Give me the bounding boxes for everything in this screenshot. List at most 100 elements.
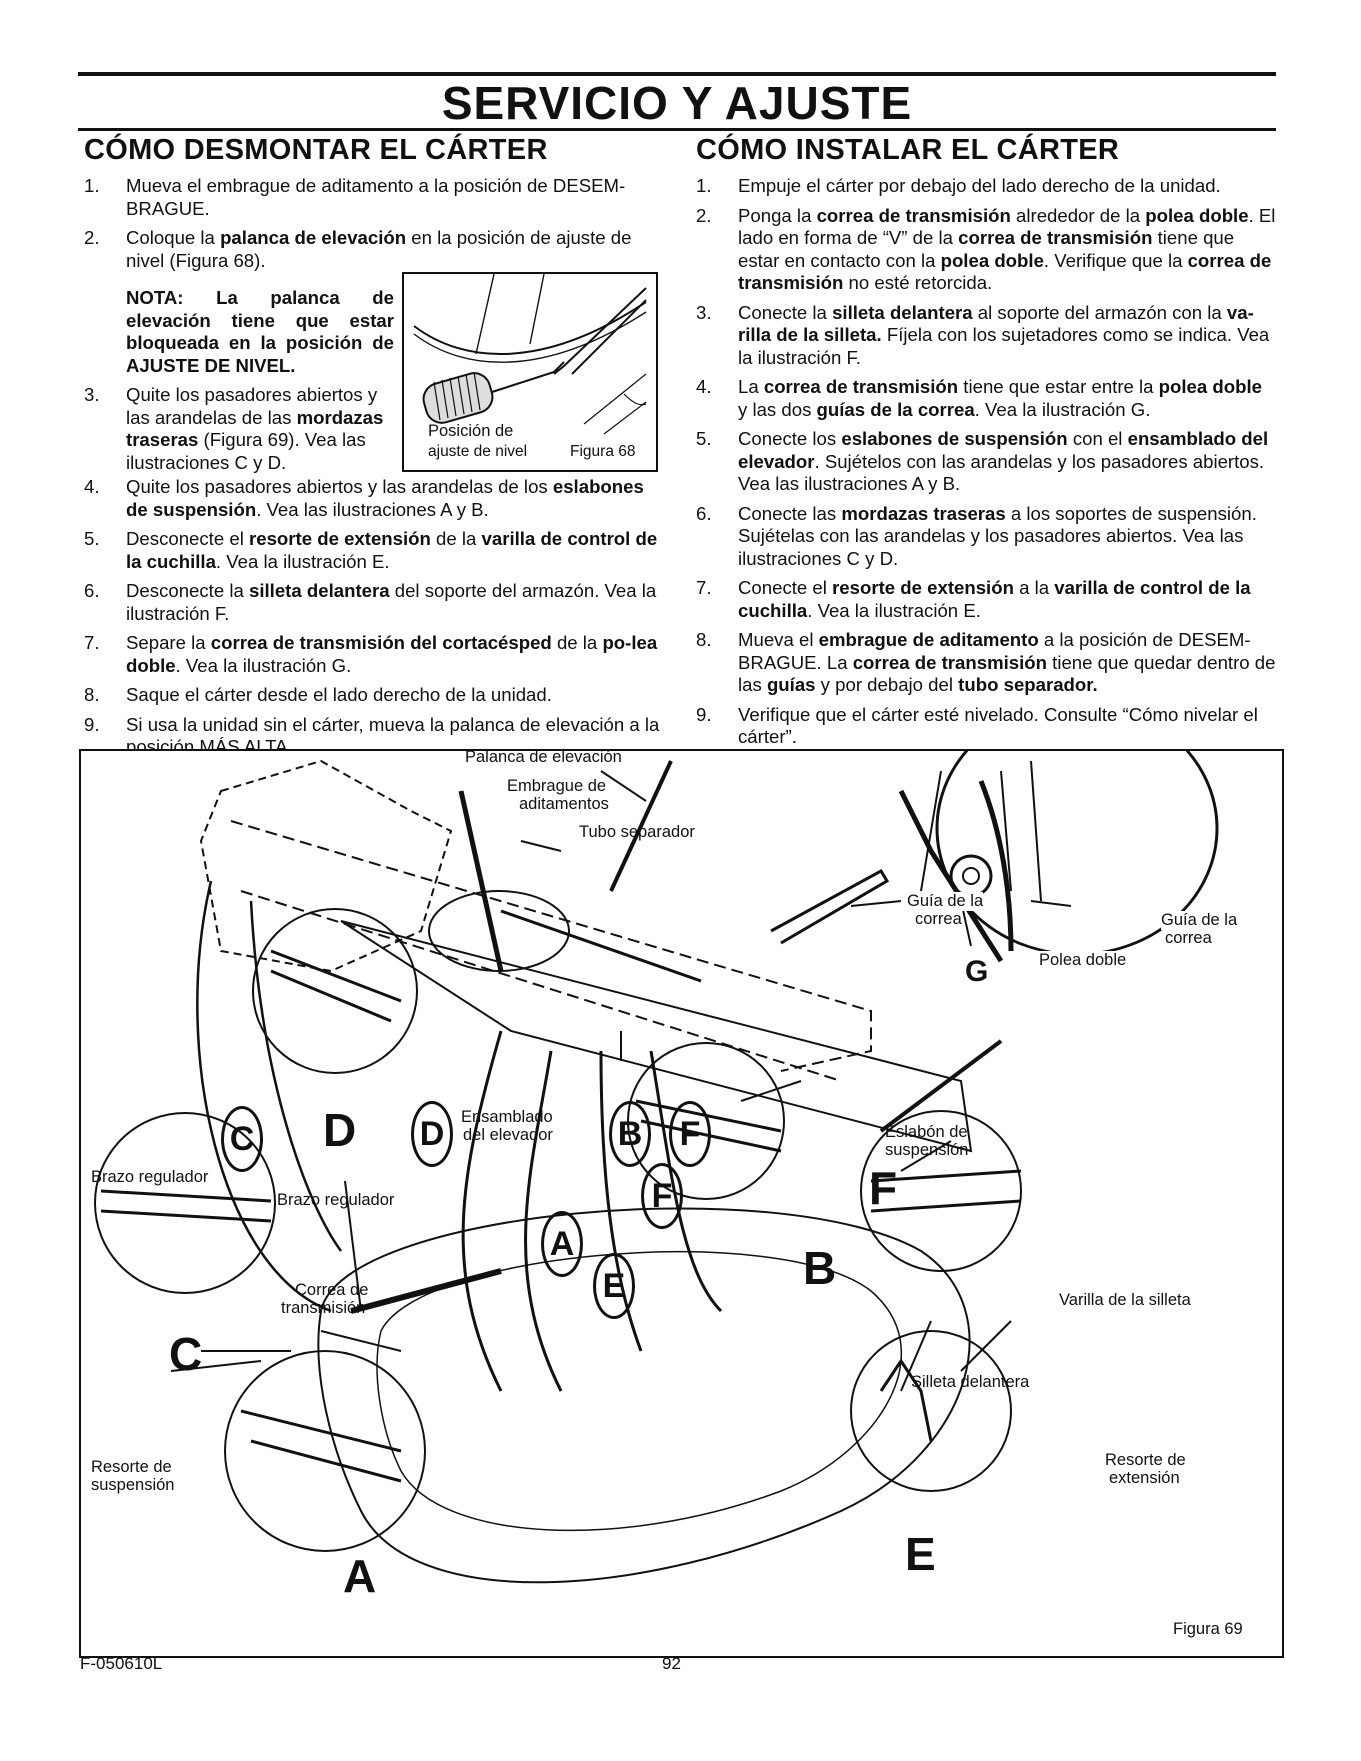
label-resorte-ext-2: extensión	[1109, 1469, 1180, 1487]
inset-letter-f: F	[869, 1162, 898, 1214]
left-step-1: 4. Quite los pasadores abiertos y las ara…	[84, 476, 664, 521]
label-ensamblado-1: Ensamblado	[461, 1108, 553, 1126]
step-number: 4.	[84, 476, 100, 497]
right-step-4: 4. La correa de transmisión tiene que est…	[696, 376, 1276, 421]
footer-code: F-050610L	[80, 1654, 163, 1673]
step-text: Conecte la silleta delantera al soporte …	[738, 301, 1270, 368]
step-number: 2.	[696, 204, 712, 226]
left-step-2: 5. Desconecte el resorte de extensión de …	[84, 528, 664, 573]
label-resorte-susp-1: Resorte de	[91, 1458, 172, 1476]
figure-69-caption: Figura 69	[1173, 1620, 1243, 1638]
inset-letter-b: B	[803, 1242, 837, 1294]
step-number: 3.	[84, 384, 100, 405]
label-varilla: Varilla de la silleta	[1059, 1291, 1191, 1309]
label-embrague-1: Embrague de	[507, 777, 607, 795]
step-number: 3.	[696, 301, 712, 323]
inset-letter-a: A	[343, 1550, 377, 1602]
step-number: 8.	[696, 629, 712, 650]
step-text: Mueva el embrague de aditamento a la pos…	[126, 175, 626, 219]
label-silleta: Silleta delantera	[911, 1373, 1030, 1391]
step-number: 8.	[84, 684, 100, 705]
left-step-1: 1. Mueva el embrague de aditamento a la p…	[84, 175, 664, 220]
right-heading: CÓMO INSTALAR EL CÁRTER	[696, 134, 1120, 166]
step-number: 2.	[84, 227, 100, 248]
step-text: Coloque la palanca de elevación en la po…	[126, 227, 632, 271]
step-text: Separe la correa de transmisión del cort…	[126, 632, 658, 676]
label-eslabon-1: Eslabón de	[885, 1123, 968, 1141]
step-number: 6.	[84, 580, 100, 601]
step-text: Quite los pasadores abiertos y las arand…	[126, 384, 384, 473]
callout-f1: F	[669, 1101, 711, 1167]
right-step-7: 7. Conecte el resorte de extensión a la v…	[696, 577, 1276, 622]
step-text: Conecte el resorte de extensión a la var…	[738, 577, 1251, 621]
label-resorte-susp-2: suspensión	[91, 1476, 175, 1494]
step-number: 1.	[84, 175, 100, 196]
label-palanca: Palanca de elevación	[465, 748, 622, 766]
inset-letter-g: G	[961, 955, 993, 989]
right-steps: 1.Empuje el cárter por debajo del lado d…	[696, 175, 1276, 801]
callout-c: C	[221, 1106, 263, 1172]
fig68-label-2: ajuste de nivel	[428, 443, 528, 460]
callout-f2: F	[641, 1163, 683, 1229]
inset-letter-c: C	[169, 1328, 203, 1380]
left-step-4: 7. Separe la correa de transmisión del co…	[84, 632, 664, 677]
top-rule	[78, 72, 1276, 76]
left-step-5: 8. Saque el cárter desde el lado derecho …	[84, 684, 664, 707]
right-step-2: 2. Ponga la correa de transmisión alreded…	[696, 205, 1276, 295]
note-text: NOTA: La palanca de elevación tiene que …	[126, 287, 394, 376]
label-ensamblado-2: del elevador	[463, 1126, 553, 1144]
step-number: 5.	[696, 428, 712, 449]
right-step-9: 9.Verifique que el cárter esté nivelado.…	[696, 704, 1276, 749]
inset-letter-d: D	[323, 1104, 357, 1156]
step-text: Saque el cárter desde el lado derecho de…	[126, 684, 552, 705]
label-eslabon-2: suspensión	[885, 1141, 969, 1159]
label-correa-1: Correa de	[295, 1281, 369, 1299]
right-step-3: 3. Conecte la silleta delantera al soport…	[696, 302, 1276, 370]
page-title: SERVICIO Y AJUSTE	[441, 77, 913, 129]
callout-d: D	[411, 1101, 453, 1167]
figure-68-drawing	[413, 274, 647, 435]
label-guia-der-1: Guía de la	[1161, 911, 1238, 930]
step-number: 7.	[696, 577, 712, 598]
label-guia-izq-2: correa	[915, 910, 962, 929]
left-steps-b: 3. Quite los pasadores abiertos y las ara…	[84, 384, 396, 481]
right-step-6: 6. Conecte las mordazas traseras a los so…	[696, 503, 1276, 571]
left-step-3: 6. Desconecte la silleta delantera del so…	[84, 580, 664, 625]
step-text: Conecte las mordazas traseras a los sopo…	[738, 502, 1257, 569]
label-brazo-1: Brazo regulador	[91, 1168, 209, 1186]
step-text: Ponga la correa de transmisión alrededor…	[738, 204, 1276, 294]
step-number: 9.	[84, 713, 100, 735]
step-number: 5.	[84, 528, 100, 549]
figure-69: Palanca de elevación Embrague de aditame…	[79, 748, 1284, 1658]
left-heading: CÓMO DESMONTAR EL CÁRTER	[84, 134, 548, 166]
step-text: Conecte los eslabones de suspensión con …	[738, 428, 1269, 494]
label-embrague-2: aditamentos	[519, 795, 609, 813]
step-text: Mueva el embrague de aditamento a la pos…	[738, 629, 1276, 695]
right-step-5: 5. Conecte los eslabones de suspensión co…	[696, 428, 1276, 496]
title-rule	[78, 128, 1276, 131]
right-step-1: 1.Empuje el cárter por debajo del lado d…	[696, 175, 1276, 198]
step-text: Desconecte el resorte de extensión de la…	[126, 528, 658, 572]
callout-b: B	[609, 1101, 651, 1167]
step-number: 4.	[696, 376, 712, 397]
step-text: La correa de transmisión tiene que estar…	[738, 376, 1262, 420]
left-steps-c: 4. Quite los pasadores abiertos y las ara…	[84, 476, 664, 766]
inset-letter-e: E	[905, 1528, 936, 1580]
callout-a: A	[541, 1211, 583, 1277]
label-brazo-2: Brazo regulador	[277, 1191, 395, 1209]
fig68-caption: Figura 68	[570, 443, 636, 460]
step-number: 9.	[696, 703, 712, 725]
figure-68: Posición de ajuste de nivel Figura 68	[402, 272, 658, 472]
left-steps-a: 1. Mueva el embrague de aditamento a la p…	[84, 175, 664, 272]
step-number: 7.	[84, 632, 100, 653]
callout-e: E	[593, 1253, 635, 1319]
step-number: 6.	[696, 502, 712, 524]
label-resorte-ext-1: Resorte de	[1105, 1451, 1186, 1469]
left-step-2: 2. Coloque la palanca de elevación en la …	[84, 227, 664, 272]
step-text: Quite los pasadores abiertos y las arand…	[126, 476, 644, 520]
step-text: Desconecte la silleta delantera del sopo…	[126, 580, 657, 624]
footer-page-number: 92	[662, 1654, 681, 1673]
label-correa-2: transmisión	[281, 1299, 366, 1317]
left-column: CÓMO DESMONTAR EL CÁRTER 1. Mueva el embr…	[84, 134, 664, 279]
right-column: CÓMO INSTALAR EL CÁRTER 1.Empuje el cárt…	[696, 134, 1276, 808]
